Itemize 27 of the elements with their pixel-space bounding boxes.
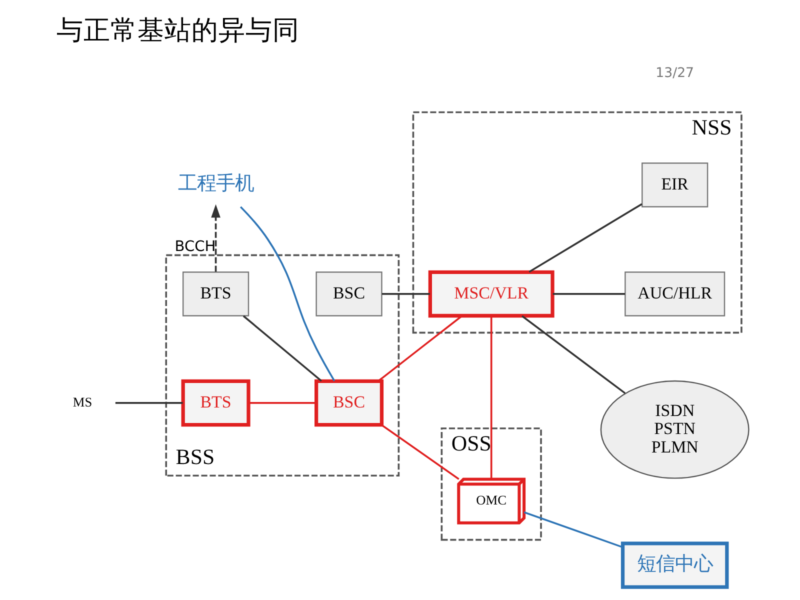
node-box: MSC/VLR [428, 270, 554, 318]
node-box: BSC [315, 272, 382, 316]
node-box: BTS [180, 379, 250, 427]
connector [239, 206, 335, 382]
node-box: EIR [641, 162, 708, 208]
connector [248, 402, 316, 404]
connector [552, 293, 625, 295]
node-box: 短信中心 [620, 542, 728, 589]
connector [377, 315, 462, 382]
node-text: 工程手机 [177, 172, 254, 195]
node-box: BTS [182, 272, 249, 316]
connector [528, 203, 642, 273]
arrow [210, 204, 220, 272]
connector [381, 293, 430, 295]
node-box: AUC/HLR [624, 272, 725, 316]
node-text: MS [72, 394, 92, 410]
node-ellipse: ISDN PSTN PLMN [600, 380, 749, 479]
connector [380, 424, 459, 480]
connector [521, 315, 626, 394]
edge-label: BCCH [174, 238, 216, 255]
label: 13/27 [655, 66, 694, 81]
connector [523, 511, 622, 548]
connector [114, 402, 182, 404]
diagram-title: 与正常基站的异与同 [56, 15, 300, 46]
connector [490, 316, 492, 480]
connector [242, 315, 322, 382]
node-box: BSC [314, 379, 384, 427]
